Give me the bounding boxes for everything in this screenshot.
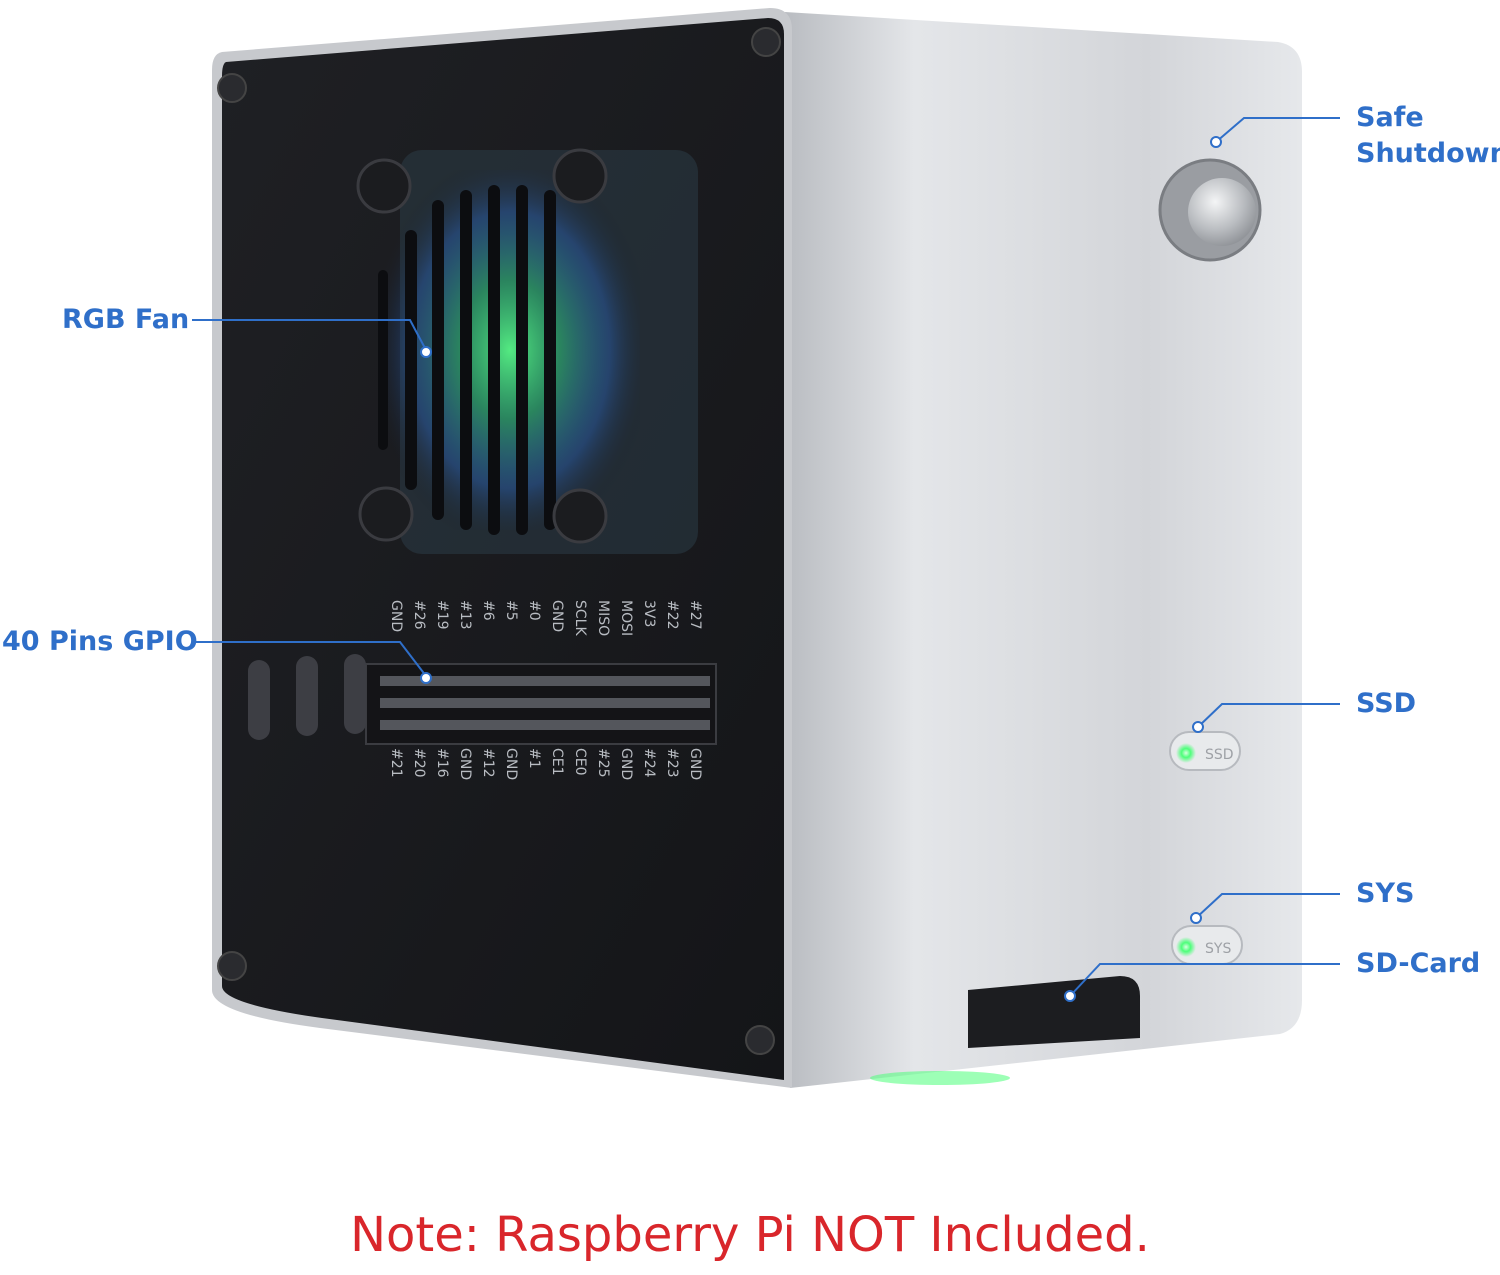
- svg-text:#6: #6: [480, 600, 496, 621]
- ssd-led: [1176, 743, 1196, 763]
- svg-text:#21: #21: [388, 748, 404, 778]
- svg-text:#12: #12: [480, 748, 496, 778]
- svg-text:#27: #27: [687, 600, 703, 630]
- sys-led: [1176, 937, 1196, 957]
- note-text: Note: Raspberry Pi NOT Included.: [350, 1207, 1150, 1263]
- svg-text:MOSI: MOSI: [618, 600, 634, 636]
- callout-sys: SYS: [1356, 878, 1415, 909]
- line-safe-shutdown: [1215, 117, 1340, 143]
- callout-rgb-fan: RGB Fan: [62, 304, 190, 335]
- svg-text:GND: GND: [503, 748, 519, 780]
- svg-text:MISO: MISO: [595, 600, 611, 636]
- svg-text:#13: #13: [457, 600, 473, 630]
- callout-safe-shutdown-line1: Safe: [1356, 102, 1424, 133]
- svg-text:GND: GND: [618, 748, 634, 780]
- svg-text:#23: #23: [664, 748, 680, 778]
- callout-dots: [420, 136, 1222, 1002]
- bottom-glow: [870, 1071, 1010, 1085]
- svg-text:#25: #25: [595, 748, 611, 778]
- sys-led-label: SYS: [1205, 941, 1231, 957]
- svg-text:#20: #20: [411, 748, 427, 778]
- svg-text:#24: #24: [641, 748, 657, 778]
- svg-text:3V3: 3V3: [641, 600, 657, 627]
- svg-text:CE1: CE1: [549, 748, 565, 776]
- callout-lines: [192, 117, 1340, 997]
- svg-text:#16: #16: [434, 748, 450, 778]
- svg-text:#1: #1: [526, 748, 542, 769]
- callout-ssd: SSD: [1356, 688, 1417, 719]
- line-gpio: [192, 641, 427, 677]
- callout-gpio: 40 Pins GPIO: [2, 626, 198, 657]
- svg-text:SCLK: SCLK: [572, 600, 588, 636]
- svg-text:#22: #22: [664, 600, 680, 630]
- fan-glow: [380, 170, 640, 530]
- gpio-label: GND: [388, 600, 404, 632]
- line-rgb-fan: [192, 319, 427, 351]
- fan-vents: [378, 185, 556, 535]
- svg-text:GND: GND: [687, 748, 703, 780]
- callout-safe-shutdown: Safe Shutdown: [1356, 100, 1500, 172]
- callout-safe-shutdown-line2: Shutdown: [1356, 138, 1500, 169]
- gpio-pins: [380, 676, 710, 730]
- line-ssd: [1197, 703, 1340, 728]
- panel-cutouts: [248, 654, 366, 740]
- gpio-silk-top: GND: [388, 600, 404, 632]
- callout-sd-card: SD-Card: [1356, 948, 1481, 979]
- shutdown-button-cap: [1188, 178, 1256, 246]
- fan-screws: [356, 148, 608, 544]
- line-sys: [1195, 893, 1340, 919]
- sd-card-slot: [968, 976, 1140, 1048]
- svg-text:#19: #19: [434, 600, 450, 630]
- gpio-silk-top: #26: [411, 600, 427, 630]
- line-sd-card: [1069, 963, 1340, 997]
- svg-text:#5: #5: [503, 600, 519, 621]
- svg-text:GND: GND: [549, 600, 565, 632]
- svg-text:CE0: CE0: [572, 748, 588, 776]
- svg-text:GND: GND: [457, 748, 473, 780]
- svg-text:#0: #0: [526, 600, 542, 621]
- panel-screws: [217, 27, 781, 1055]
- ssd-led-label: SSD: [1205, 747, 1234, 763]
- svg-text:#26: #26: [411, 600, 427, 630]
- case-side: [785, 12, 1302, 1088]
